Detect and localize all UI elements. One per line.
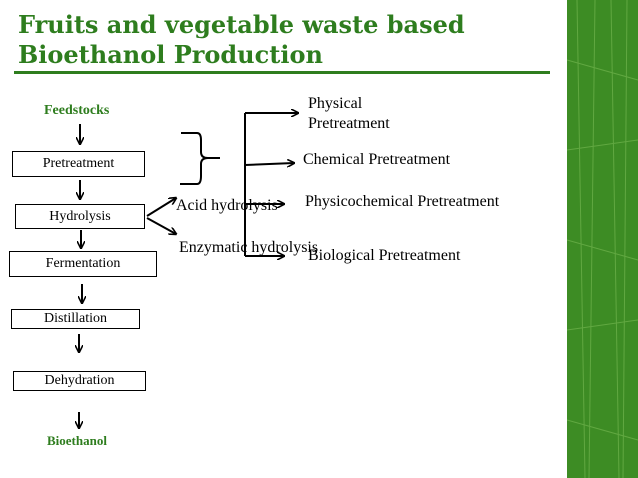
- side-decorative-strip: [567, 0, 638, 478]
- physical-pretreatment-label: Physical Pretreatment: [308, 94, 390, 134]
- title-line-2: Bioethanol Production: [18, 40, 323, 69]
- physical-line-1: Physical: [308, 95, 363, 112]
- title-underline: [14, 71, 550, 74]
- arrow-to-chemical: [244, 163, 294, 165]
- enzymatic-hydrolysis-label: Enzymatic hydrolysis: [179, 239, 319, 256]
- acid-hydrolysis-label: Acid hydrolysis: [176, 197, 278, 214]
- feedstocks-label: Feedstocks: [44, 103, 110, 118]
- bioethanol-label: Bioethanol: [47, 433, 107, 448]
- title-line-1: Fruits and vegetable waste based: [18, 10, 465, 39]
- chemical-pretreatment-label: Chemical Pretreatment: [303, 151, 451, 168]
- arrow-to-acid-hydrolysis: [146, 198, 176, 217]
- distillation-box: Distillation: [11, 309, 140, 329]
- strip-texture: [567, 0, 638, 478]
- arrow-to-enzymatic-hydrolysis: [146, 217, 176, 234]
- slide-title: Fruits and vegetable waste based Bioetha…: [18, 10, 558, 70]
- pretreatment-brace: [180, 132, 209, 185]
- hydrolysis-box: Hydrolysis: [15, 204, 145, 229]
- pretreatment-box: Pretreatment: [12, 151, 145, 177]
- biological-pretreatment-label: Biological Pretreatment: [308, 247, 461, 264]
- physicochemical-pretreatment-label: Physicochemical Pretreatment: [305, 193, 500, 210]
- dehydration-box: Dehydration: [13, 371, 146, 391]
- physical-line-2: Pretreatment: [308, 115, 390, 132]
- fermentation-box: Fermentation: [9, 251, 157, 277]
